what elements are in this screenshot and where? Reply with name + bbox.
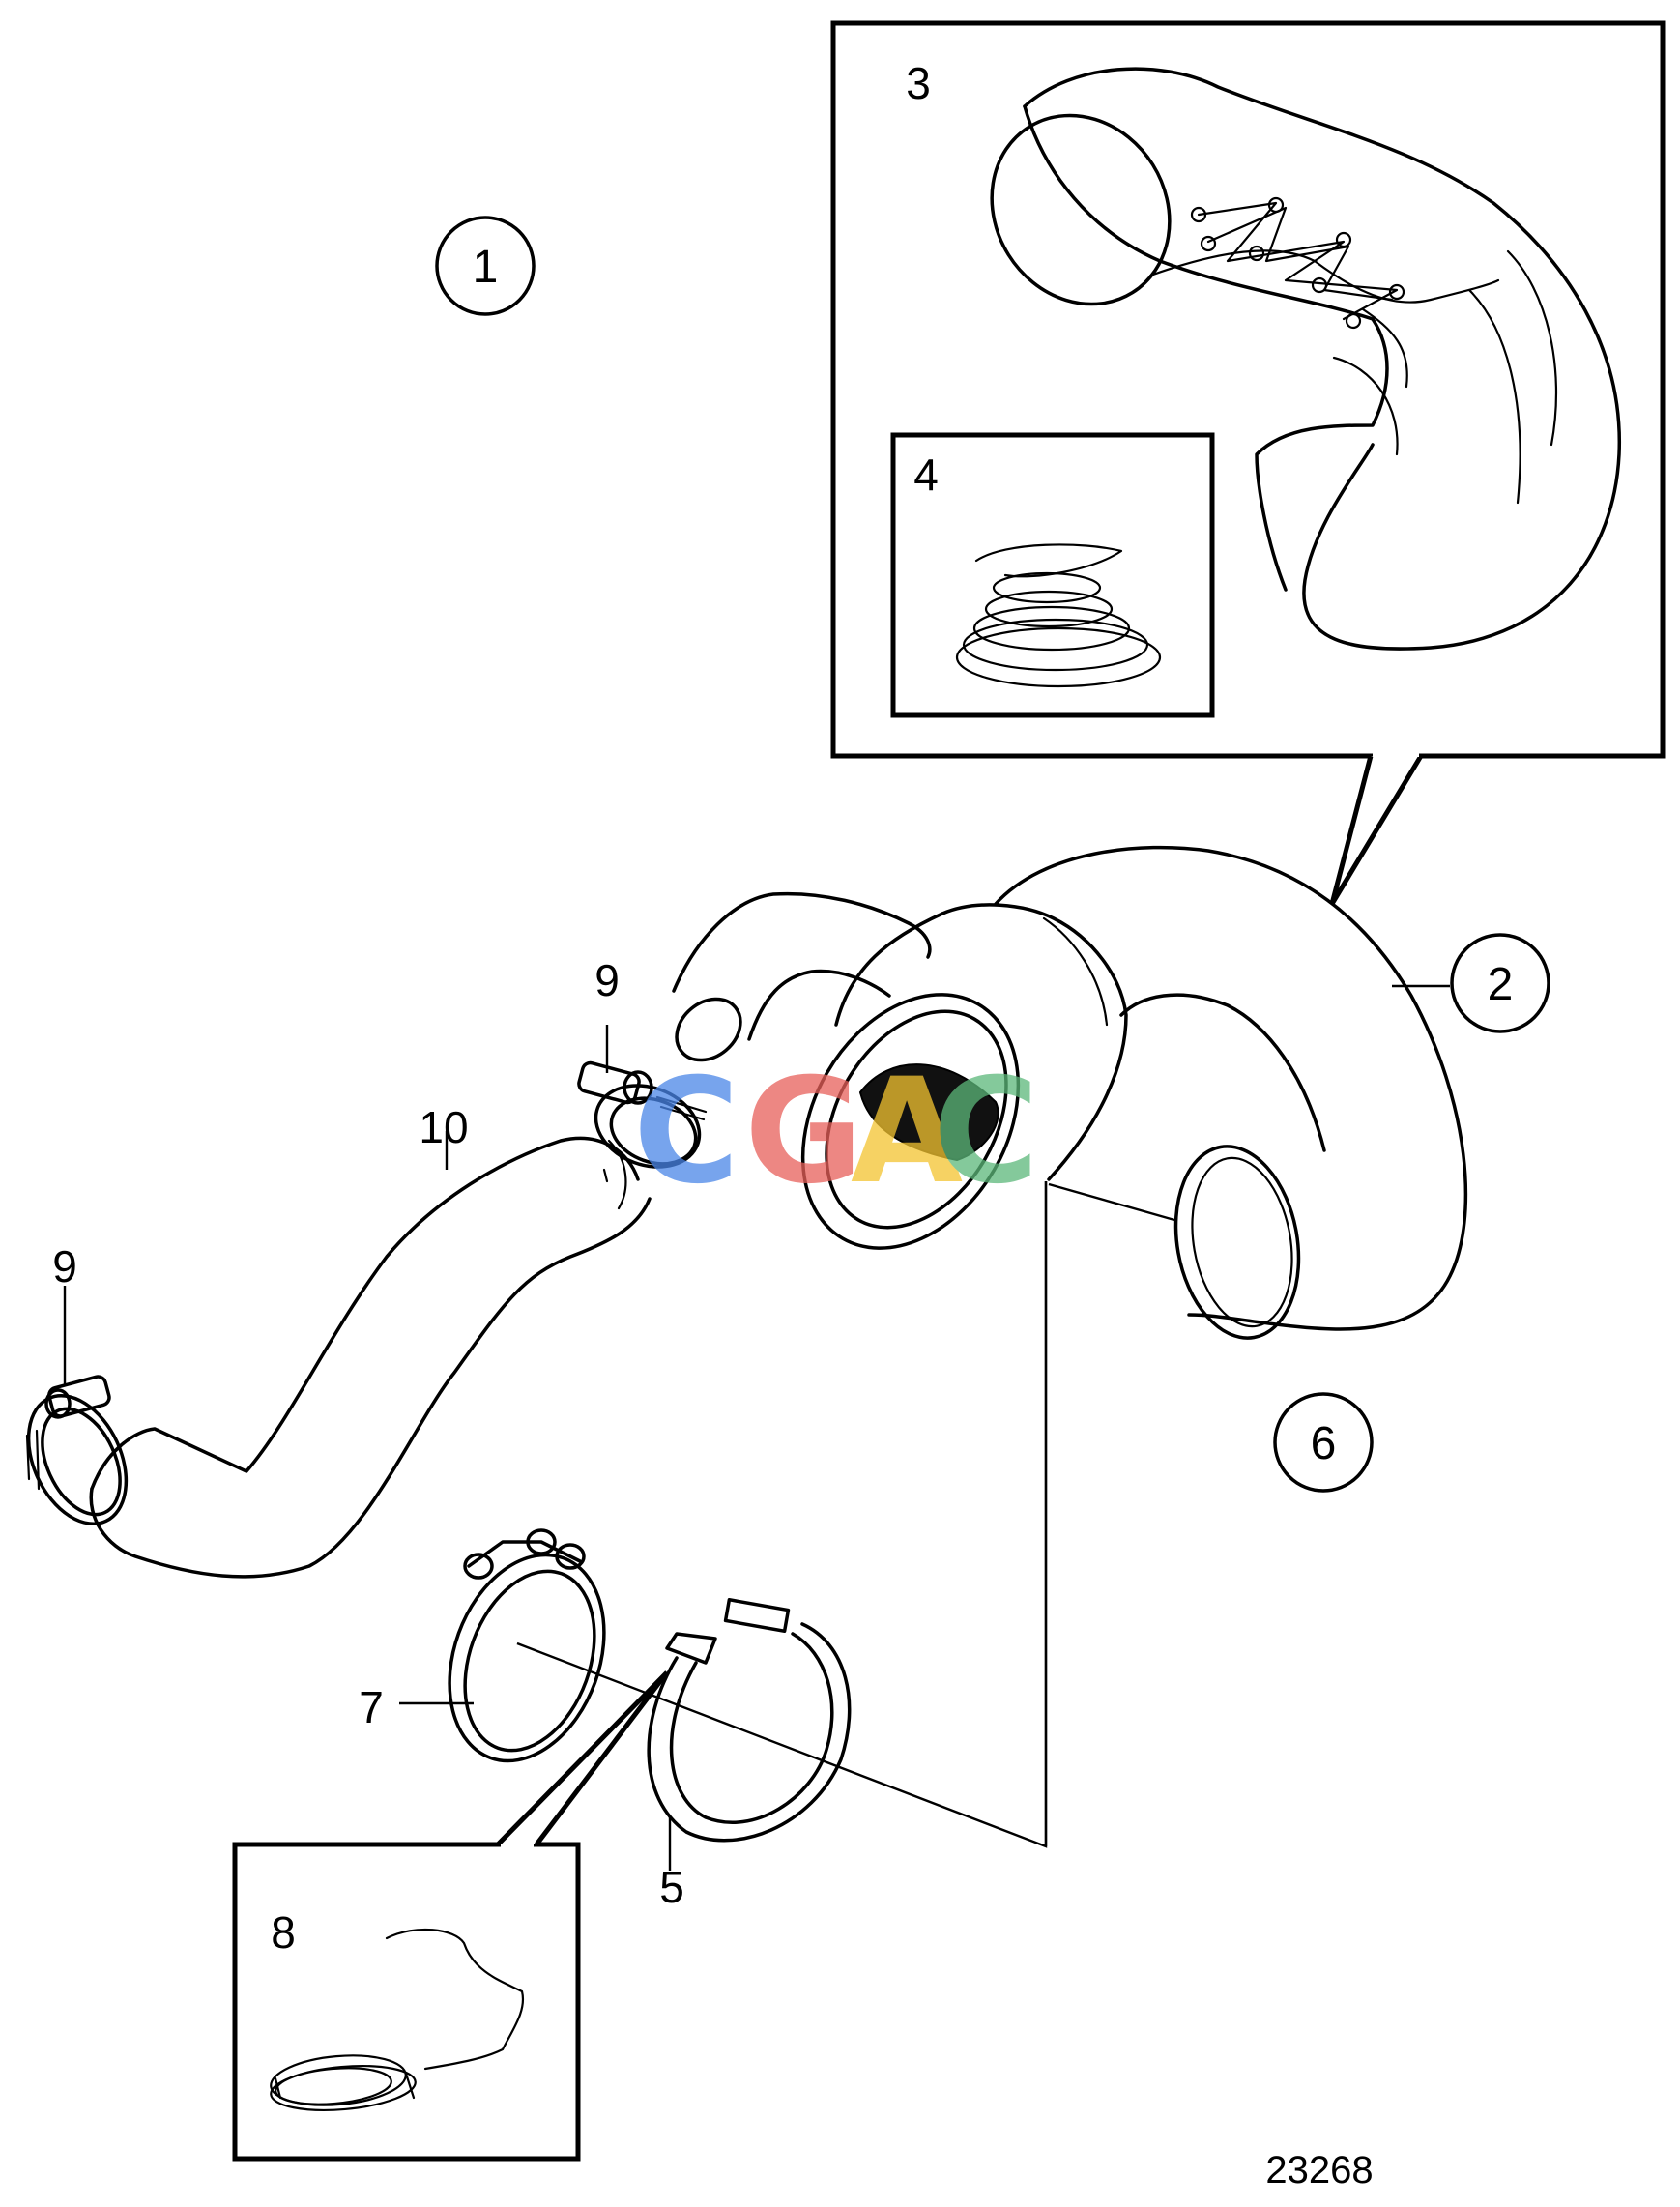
part-label-4: 4: [913, 450, 939, 500]
figure-number: 23268: [1265, 2149, 1373, 2192]
insulation-band-5: [647, 1598, 852, 1843]
circled-label-6: 6: [1273, 1392, 1374, 1493]
watermark-letter-1: C: [633, 1048, 739, 1216]
detail-box-3: [830, 20, 1666, 906]
watermark-letter-4: C: [933, 1048, 1039, 1216]
watermark-letter-2: G: [744, 1048, 863, 1216]
circled-label-2: 2: [1450, 933, 1550, 1033]
insulated-hose-3: [990, 67, 1621, 651]
circled-label-text-2: 2: [1488, 959, 1514, 1010]
circled-label-1: 1: [435, 216, 536, 316]
circled-label-text-1: 1: [473, 242, 499, 293]
part-label-8: 8: [271, 1907, 296, 1958]
hose-10: [89, 1136, 652, 1579]
part-label-10: 10: [419, 1102, 468, 1152]
hose-clamp-9-lower: [25, 1375, 129, 1525]
part-label-3: 3: [906, 58, 931, 108]
hose-assembly-2: [672, 845, 1468, 1340]
hose-clamp-9-upper: [577, 1060, 708, 1169]
part-label-9-lower: 9: [52, 1241, 77, 1292]
lacing-wire-8: [270, 1928, 525, 2111]
spring-4: [955, 543, 1162, 688]
detail-box-4: [890, 432, 1215, 718]
part-label-5: 5: [659, 1862, 684, 1912]
part-label-7: 7: [359, 1682, 384, 1732]
leader-lines: [63, 1025, 1048, 1871]
part-label-9-upper: 9: [594, 955, 620, 1005]
circled-label-text-6: 6: [1311, 1418, 1337, 1469]
v-band-clamp-7: [448, 1528, 606, 1763]
detail-box-8: [232, 1670, 669, 2162]
watermark-letter-3: A: [851, 1048, 963, 1216]
watermark: C G A C: [633, 1048, 1039, 1216]
